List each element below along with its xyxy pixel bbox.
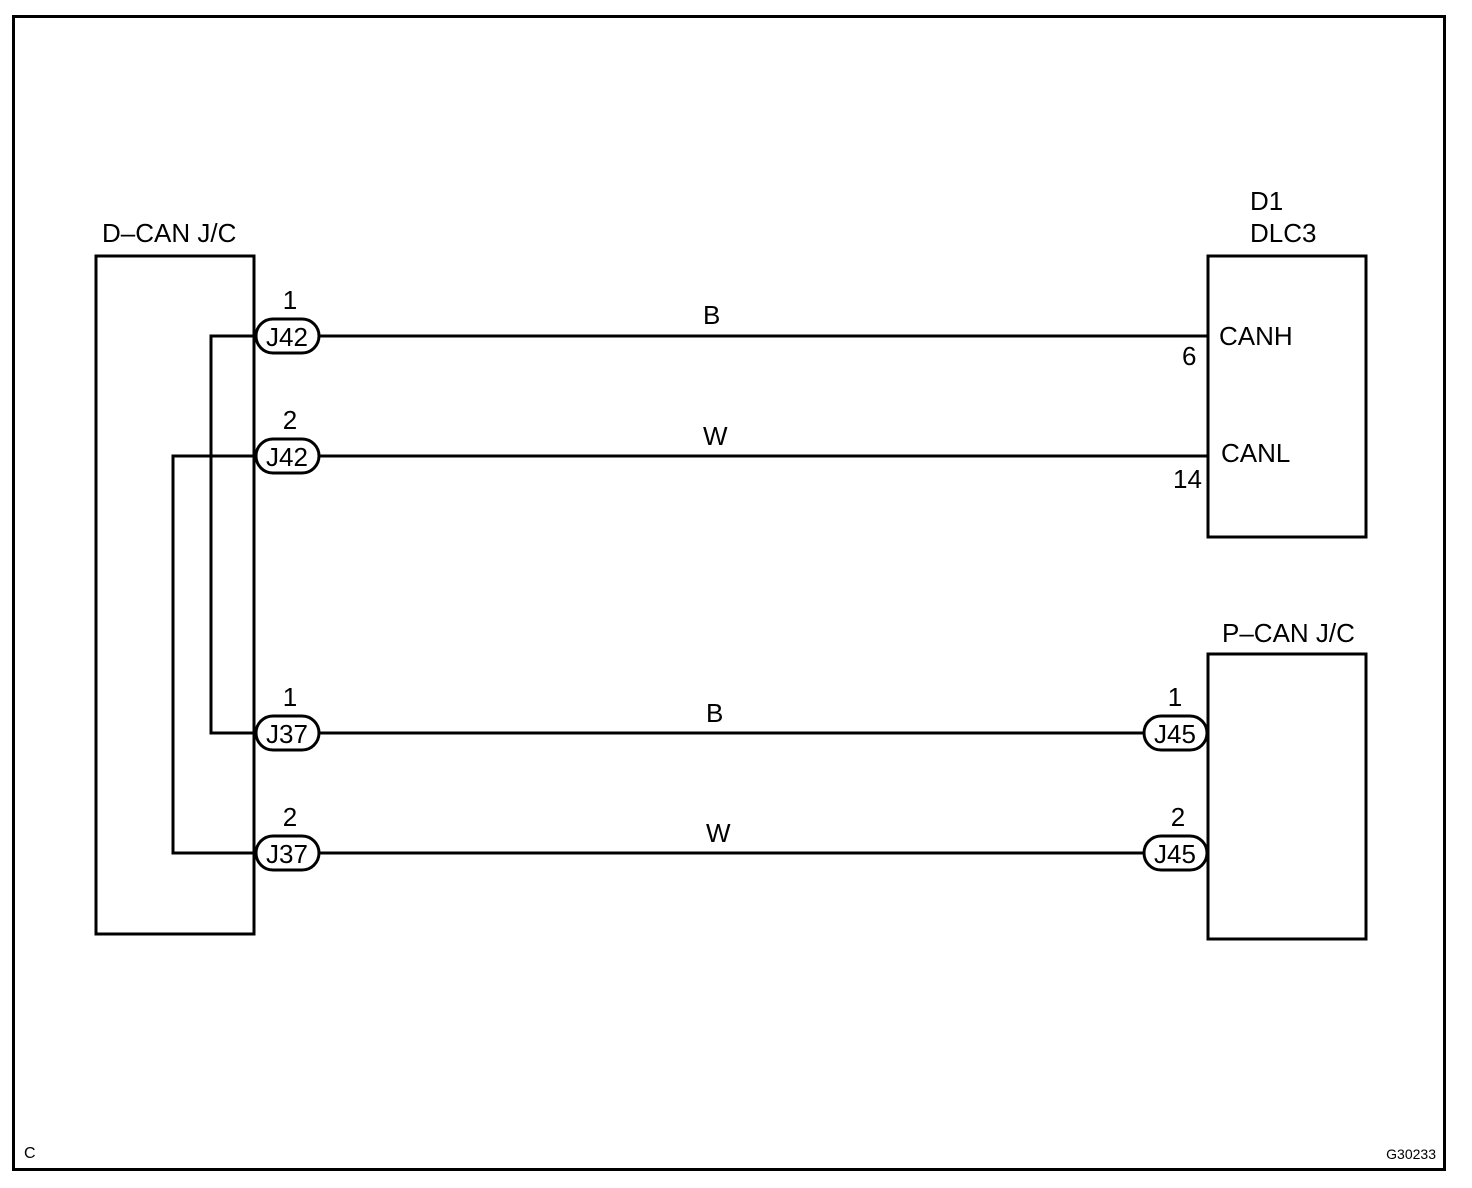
connector-pin-number: 2: [1171, 802, 1185, 832]
d-can-jc-label: D–CAN J/C: [102, 218, 236, 248]
connector-pin-number: 1: [1168, 682, 1182, 712]
canh-pin-label: CANH: [1219, 321, 1293, 351]
connector-name: J37: [266, 719, 308, 749]
wire-color-label: W: [703, 421, 728, 451]
wire-color-label: B: [706, 698, 723, 728]
connector-j42-pin1: 1 J42: [254, 285, 321, 355]
connector-pin-number: 1: [283, 682, 297, 712]
wire-color-label: B: [703, 300, 720, 330]
p-can-jc-box: [1206, 652, 1368, 941]
wire-color-label: W: [706, 818, 731, 848]
connector-j37-pin1: 1 J37: [254, 682, 321, 752]
connector-name: J45: [1154, 719, 1196, 749]
connector-oval: [254, 834, 321, 872]
connector-oval: [254, 714, 321, 752]
connector-j42-pin2: 2 J42: [254, 405, 321, 475]
figure-code: G30233: [1386, 1146, 1436, 1162]
connector-oval: [1142, 714, 1209, 752]
connector-j45-pin2: 2 J45: [1142, 802, 1209, 872]
connector-pin-number: 2: [283, 802, 297, 832]
internal-jumper-canh: [209, 334, 256, 735]
p-can-jc-label: P–CAN J/C: [1222, 618, 1355, 648]
d-can-jc-box: [94, 254, 256, 936]
corner-letter: C: [24, 1145, 36, 1162]
connector-pin-number: 1: [283, 285, 297, 315]
dlc3-label: DLC3: [1250, 218, 1316, 248]
connector-oval: [1142, 834, 1209, 872]
dlc3-box: [1206, 254, 1368, 539]
connector-name: J37: [266, 839, 308, 869]
connector-oval: [254, 437, 321, 475]
connector-oval: [254, 317, 321, 355]
internal-jumper-canl: [171, 454, 256, 855]
terminal-number: 14: [1173, 464, 1202, 494]
connector-name: J42: [266, 442, 308, 472]
connector-j37-pin2: 2 J37: [254, 802, 321, 872]
dlc3-id-label: D1: [1250, 186, 1283, 216]
connector-name: J45: [1154, 839, 1196, 869]
canl-pin-label: CANL: [1221, 438, 1290, 468]
terminal-number: 6: [1182, 341, 1196, 371]
diagram-frame: [12, 15, 1446, 1171]
connector-pin-number: 2: [283, 405, 297, 435]
connector-name: J42: [266, 322, 308, 352]
connector-j45-pin1: 1 J45: [1142, 682, 1209, 752]
